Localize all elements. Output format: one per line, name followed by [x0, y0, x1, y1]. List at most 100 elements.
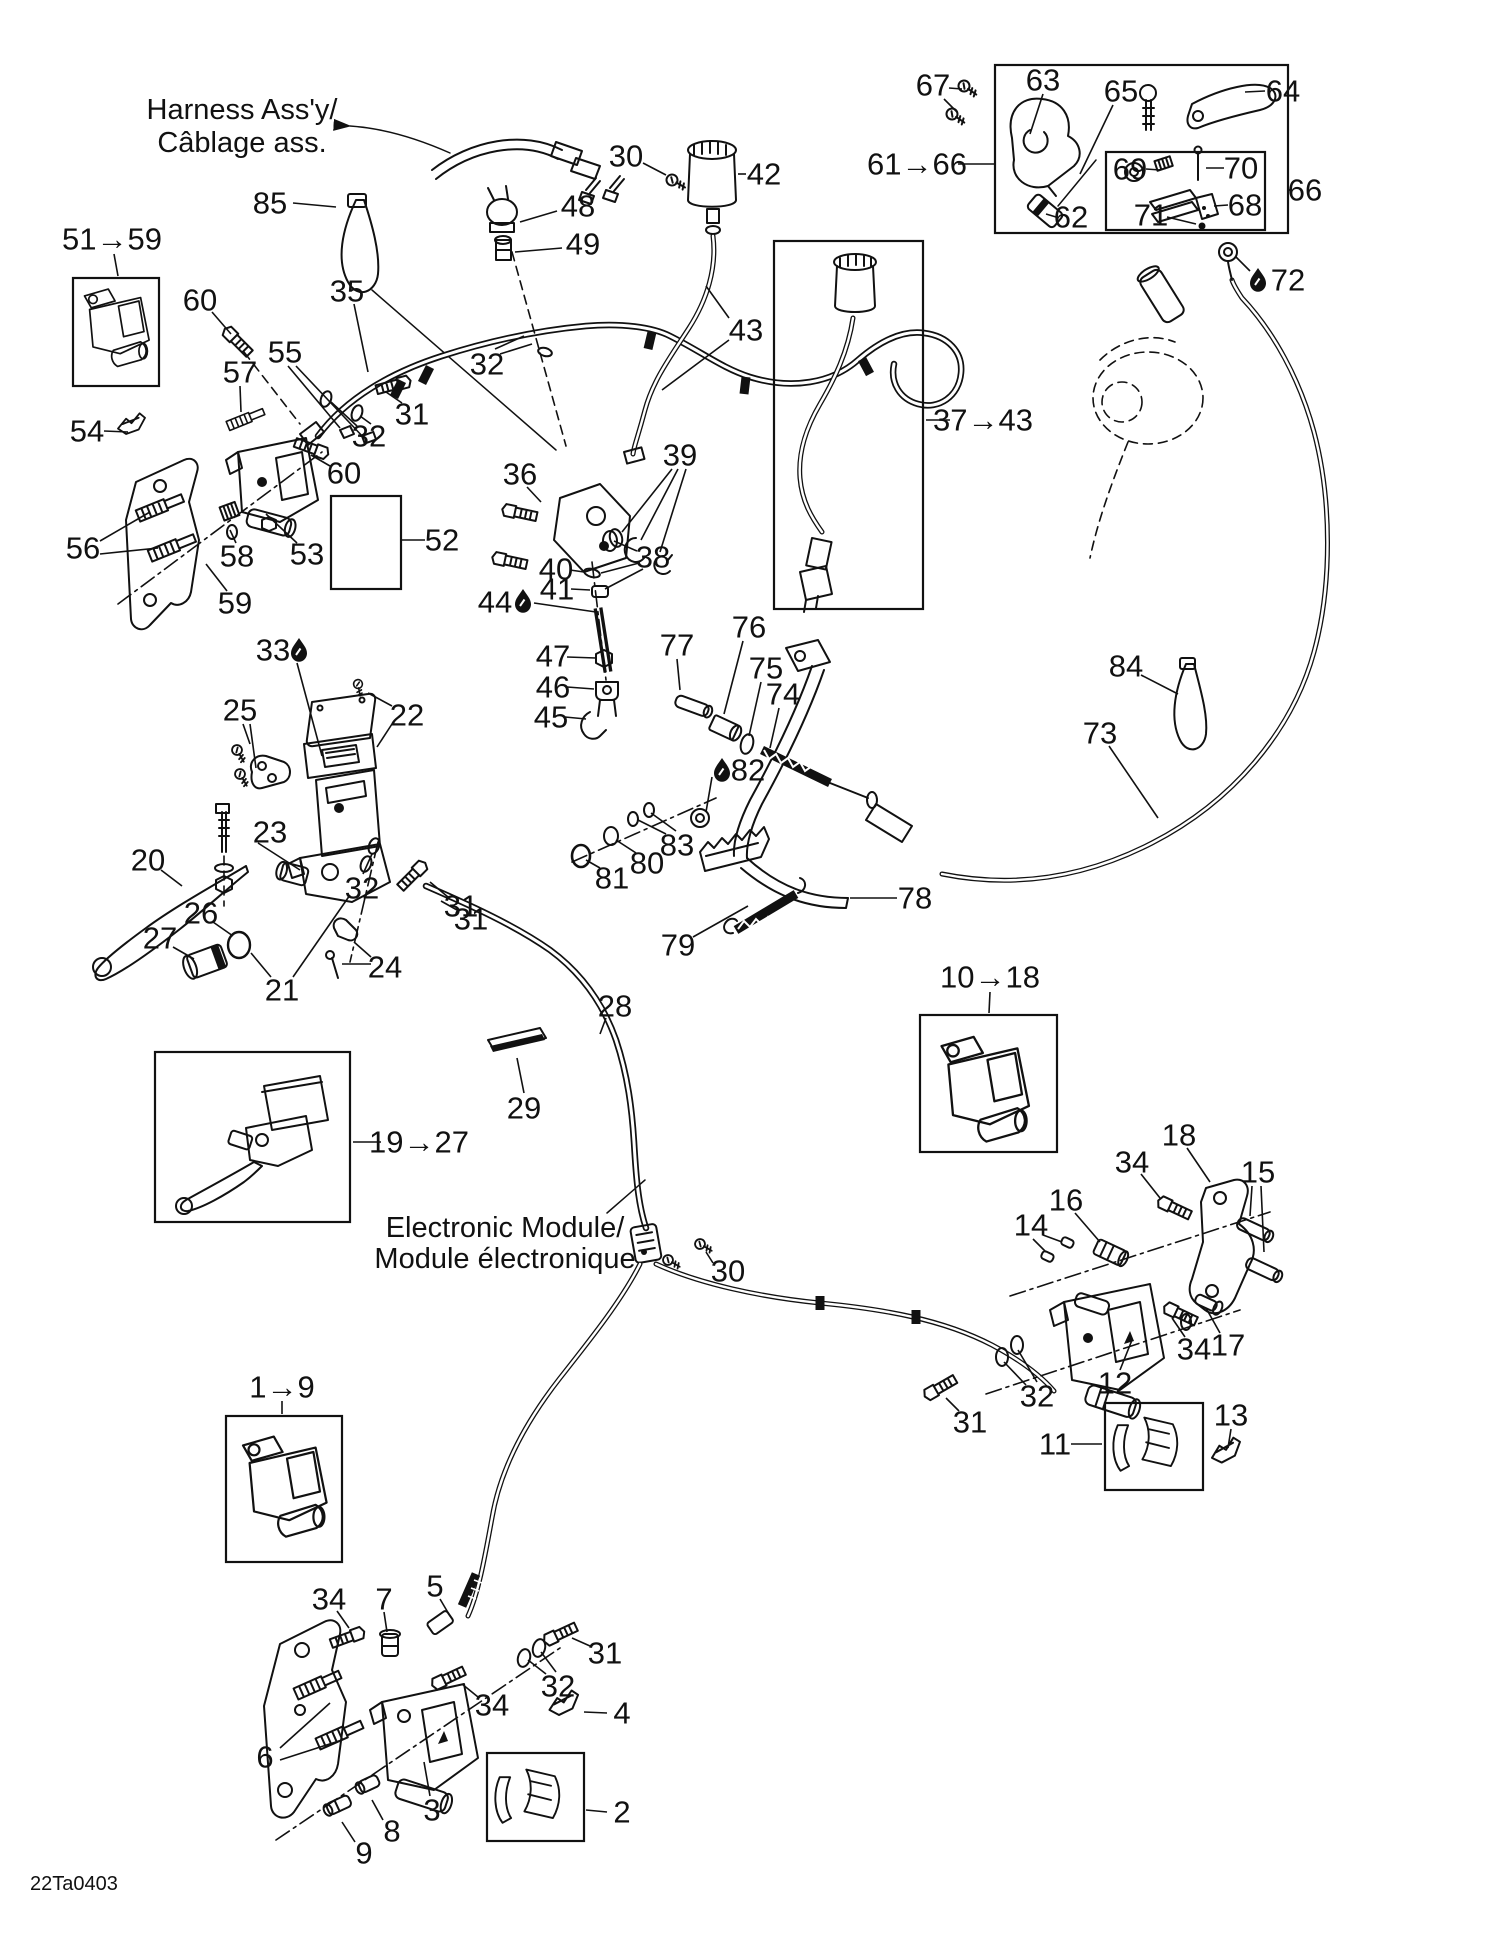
part-label-8: 8 — [383, 1814, 400, 1849]
part-label-20: 20 — [131, 843, 165, 878]
leader-line — [705, 1251, 714, 1264]
part-label-31: 31 — [588, 1636, 622, 1671]
part-label-64: 64 — [1266, 74, 1300, 109]
leader-line — [1003, 1361, 1027, 1386]
part-label-57: 57 — [223, 355, 257, 390]
part-label-31: 31 — [444, 889, 478, 924]
leader-line — [99, 511, 151, 542]
part-label-66: 66 — [1288, 173, 1322, 208]
leader-line — [242, 723, 251, 745]
leader-line — [367, 692, 393, 707]
part-group-box — [71, 276, 161, 388]
part-label-78: 78 — [898, 881, 932, 916]
part-label-18: 18 — [1162, 1118, 1196, 1153]
part-label-30: 30 — [609, 139, 643, 174]
leader-line — [661, 339, 730, 391]
leader-line — [1042, 1234, 1063, 1243]
part-label-77: 77 — [660, 628, 694, 663]
part-label-39: 39 — [663, 438, 697, 473]
leader-line — [1166, 216, 1197, 225]
leader-line — [637, 819, 667, 835]
leader-line — [440, 900, 458, 911]
cable-tie-85-art — [340, 193, 557, 451]
leader-line — [945, 1397, 960, 1412]
part-group-box — [1103, 1401, 1205, 1492]
part-label-76: 76 — [732, 610, 766, 645]
part-label-85: 85 — [253, 186, 287, 221]
leader-line — [585, 1809, 608, 1813]
cable-73-art — [939, 242, 1330, 883]
harness-note-line-2: Câblage ass. — [157, 127, 326, 159]
leader-line — [292, 202, 337, 208]
part-label-37-to-43: 37→43 — [933, 403, 1033, 438]
leader-line — [1227, 1428, 1232, 1449]
leader-line — [1119, 1339, 1133, 1371]
leader-line — [212, 921, 234, 937]
leader-line — [533, 602, 597, 613]
part-label-32: 32 — [345, 871, 379, 906]
leader-line — [265, 513, 298, 544]
part-label-71: 71 — [1134, 198, 1168, 233]
part-label-56: 56 — [66, 531, 100, 566]
part-label-80: 80 — [630, 846, 664, 881]
part-label-1-to-9: 1→9 — [249, 1370, 314, 1405]
part-label-34: 34 — [1177, 1332, 1211, 1367]
part-label-36: 36 — [503, 457, 537, 492]
leader-line — [1079, 104, 1114, 175]
leader-line — [250, 952, 272, 978]
part-label-69: 69 — [1113, 152, 1147, 187]
oil-drop-icon — [515, 589, 531, 613]
part-group-box — [772, 239, 925, 611]
leader-line — [516, 1057, 525, 1094]
leader-line — [383, 1611, 388, 1633]
leader-line — [943, 98, 958, 113]
leader-line — [540, 1651, 557, 1673]
leader-line — [613, 540, 638, 552]
handlebar-switch-art — [1089, 265, 1204, 559]
part-label-32: 32 — [470, 347, 504, 382]
leader-line — [429, 881, 449, 898]
part-label-42: 42 — [747, 157, 781, 192]
part-label-38: 38 — [636, 540, 670, 575]
part-label-7: 7 — [375, 1582, 392, 1617]
master-cylinder-37-43-art — [797, 253, 877, 613]
leader-line — [296, 662, 323, 757]
leader-line — [461, 1683, 479, 1698]
leader-line — [1249, 1185, 1253, 1217]
part-label-33: 33 — [256, 633, 290, 668]
part-label-41: 41 — [540, 572, 574, 607]
part-label-23: 23 — [253, 815, 287, 850]
pedal-78-art — [570, 639, 913, 935]
leader-line — [600, 562, 640, 574]
leader-line — [353, 941, 372, 958]
part-label-73: 73 — [1083, 716, 1117, 751]
part-label-83: 83 — [660, 828, 694, 863]
part-label-5: 5 — [426, 1569, 443, 1604]
part-label-40: 40 — [539, 552, 573, 587]
leader-line — [279, 1739, 343, 1761]
leader-line — [948, 87, 963, 90]
left-caliper-exploded-art — [117, 323, 378, 631]
part-label-52: 52 — [425, 523, 459, 558]
part-label-15: 15 — [1241, 1155, 1275, 1190]
part-label-51-to-59: 51→59 — [62, 222, 162, 257]
leader-line — [1171, 1317, 1186, 1338]
part-group-box — [918, 1013, 1059, 1154]
leader-line — [1029, 93, 1044, 135]
part-group-box — [329, 494, 403, 591]
part-label-30: 30 — [711, 1254, 745, 1289]
part-label-47: 47 — [536, 639, 570, 674]
part-label-6: 6 — [256, 1740, 273, 1775]
leader-line — [330, 401, 358, 427]
part-label-12: 12 — [1098, 1366, 1132, 1401]
part-group-box — [485, 1751, 586, 1843]
leader-line — [353, 303, 369, 373]
brake-lever-61-66-art — [943, 77, 1277, 230]
leader-line — [585, 859, 601, 869]
leader-line — [439, 1598, 451, 1617]
part-group-box — [1104, 150, 1267, 232]
oil-drop-icon — [714, 758, 730, 782]
part-label-45: 45 — [534, 700, 568, 735]
part-label-14: 14 — [1014, 1208, 1048, 1243]
